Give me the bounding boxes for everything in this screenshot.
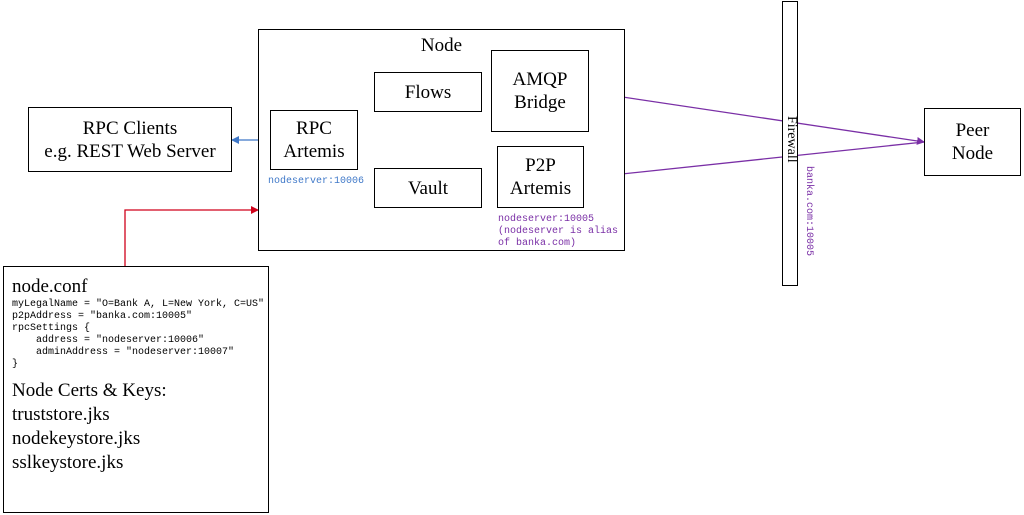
cert-file: nodekeystore.jks xyxy=(12,428,141,449)
firewall-label: Firewall xyxy=(784,116,799,163)
rpc-artemis-label: RPC Artemis xyxy=(283,118,345,162)
node-conf-title: node.conf xyxy=(12,276,88,297)
certs-heading: Node Certs & Keys: xyxy=(12,380,167,401)
p2p-artemis-box: P2P Artemis xyxy=(497,146,584,208)
firewall-bar xyxy=(782,1,798,286)
peer-node-to-p2p-artemis-arrow xyxy=(583,141,925,182)
amqp-bridge-box: AMQP Bridge xyxy=(491,50,589,132)
peer-node-label: Peer Node xyxy=(951,120,994,164)
firewall-address: banka.com:10005 xyxy=(803,166,814,257)
node-conf-panel: node.conf myLegalName = "O=Bank A, L=New… xyxy=(3,266,269,513)
cert-file: truststore.jks xyxy=(12,404,110,425)
flows-label: Flows xyxy=(404,81,452,103)
amqp-bridge-to-peer-node-arrow xyxy=(588,91,925,145)
peer-node-box: Peer Node xyxy=(924,108,1021,176)
rpc-clients-box: RPC Clients e.g. REST Web Server xyxy=(28,107,232,172)
p2p-address-note: nodeserver:10005 (nodeserver is alias of… xyxy=(498,214,619,249)
vault-label: Vault xyxy=(407,177,449,199)
node-conf-code: myLegalName = "O=Bank A, L=New York, C=U… xyxy=(12,299,264,371)
p2p-artemis-label: P2P Artemis xyxy=(509,155,572,199)
node-conf-to-node-arrow xyxy=(124,206,259,266)
conf-line: myLegalName = "O=Bank A, L=New York, C=U… xyxy=(12,299,265,310)
flows-box: Flows xyxy=(374,72,482,112)
conf-line: rpcSettings { xyxy=(12,323,91,334)
conf-line: } xyxy=(12,359,19,370)
conf-line: p2pAddress = "banka.com:10005" xyxy=(12,311,193,322)
rpc-address-note: nodeserver:10006 xyxy=(268,176,365,187)
conf-line: adminAddress = "nodeserver:10007" xyxy=(12,347,235,358)
cert-file: sslkeystore.jks xyxy=(12,452,124,473)
node-title: Node xyxy=(420,35,463,56)
amqp-bridge-label: AMQP Bridge xyxy=(512,69,568,113)
rpc-artemis-box: RPC Artemis xyxy=(270,110,358,170)
conf-line: address = "nodeserver:10006" xyxy=(12,335,205,346)
rpc-clients-label: RPC Clients e.g. REST Web Server xyxy=(44,117,216,162)
vault-box: Vault xyxy=(374,168,482,208)
